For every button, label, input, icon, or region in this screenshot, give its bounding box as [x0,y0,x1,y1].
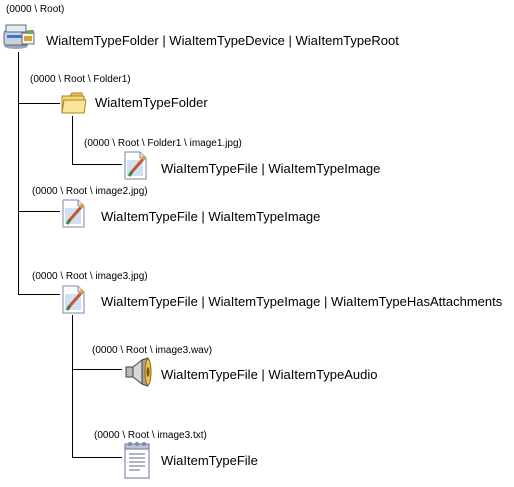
node-path-label: (0000 \ Root \ Folder1 \ image1.jpg) [84,138,242,149]
connector-root-image2 [18,211,60,212]
connector-image3-text [72,457,122,458]
text-file-icon [122,441,152,481]
node-path-label: (0000 \ Root \ Folder1) [30,74,131,85]
node-path-label: (0000 \ Root \ image3.wav) [92,345,213,356]
image-file-icon [60,284,90,316]
connector-image3-trunk [72,315,73,458]
node-type-label: WiaItemTypeFolder [95,95,208,110]
speaker-audio-icon [122,356,154,388]
image-file-icon [60,198,90,230]
connector-root-trunk [18,52,19,295]
node-type-label: WiaItemTypeFile | WiaItemTypeImage | Wia… [101,294,503,309]
node-type-label: WiaItemTypeFile | WiaItemTypeImage [101,209,321,224]
node-type-label: WiaItemTypeFile [161,453,258,468]
node-path-label: (0000 \ Root \ image3.txt) [94,430,207,441]
node-path-label: (0000 \ Root \ image3.jpg) [32,271,148,282]
scanner-device-icon [2,22,36,52]
connector-folder1-trunk [72,116,73,165]
connector-folder1-image1 [72,164,122,165]
folder-icon [60,90,88,116]
node-type-label: WiaItemTypeFile | WiaItemTypeImage [161,161,381,176]
connector-root-image3 [18,294,60,295]
node-type-label: WiaItemTypeFile | WiaItemTypeAudio [161,367,378,382]
node-type-label: WiaItemTypeFolder | WiaItemTypeDevice | … [46,33,399,48]
connector-image3-audio [72,369,122,370]
connector-root-folder1 [18,103,60,104]
node-path-label: (0000 \ Root \ image2.jpg) [32,186,148,197]
image-file-icon [122,150,152,182]
node-path-label: (0000 \ Root) [6,4,65,15]
